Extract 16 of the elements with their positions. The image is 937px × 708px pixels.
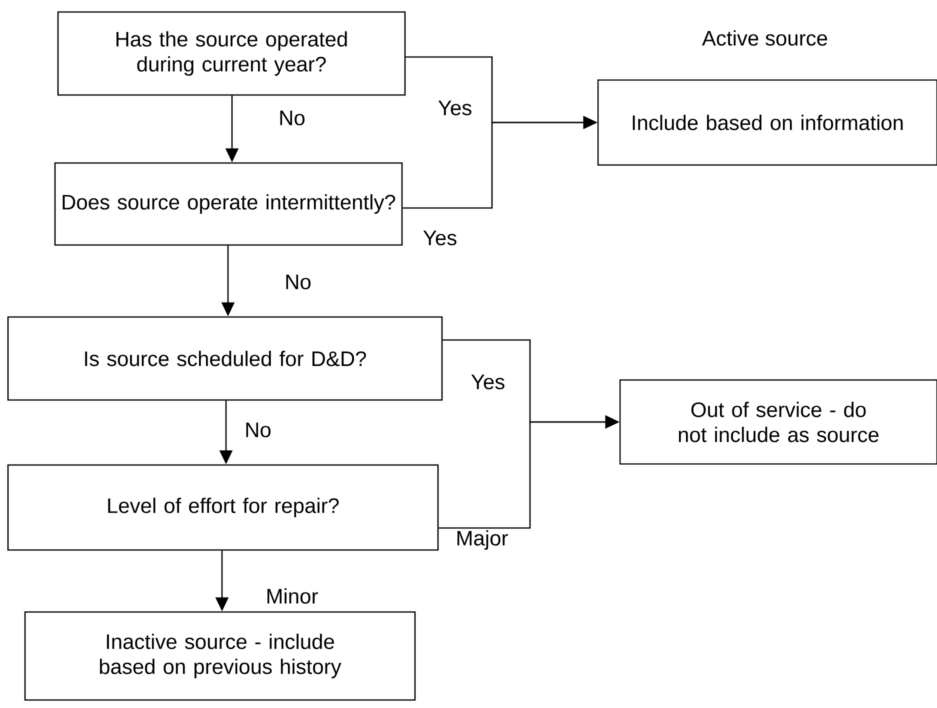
edge-label: Yes (470, 374, 506, 390)
process-box: Has the source operated during current year? (57, 11, 406, 96)
edge-label: No (244, 422, 272, 438)
process-box: Inactive source - include based on previous history (24, 611, 416, 701)
process-box: Is source scheduled for D&D? (7, 316, 443, 401)
edge-label: Yes (422, 230, 458, 246)
process-box: Include based on information (597, 79, 937, 166)
edge-label: No (284, 274, 312, 290)
edge-label: No (278, 110, 306, 126)
edge-label: Yes (436, 100, 474, 116)
process-box: Level of effort for repair? (7, 464, 439, 551)
process-box: Out of service - do not include as source (619, 379, 937, 465)
box-heading: Active source (702, 30, 828, 46)
edge-label: Major (454, 529, 510, 551)
process-box: Does source operate intermittently? (54, 162, 403, 246)
edge-label: Minor (264, 587, 320, 605)
